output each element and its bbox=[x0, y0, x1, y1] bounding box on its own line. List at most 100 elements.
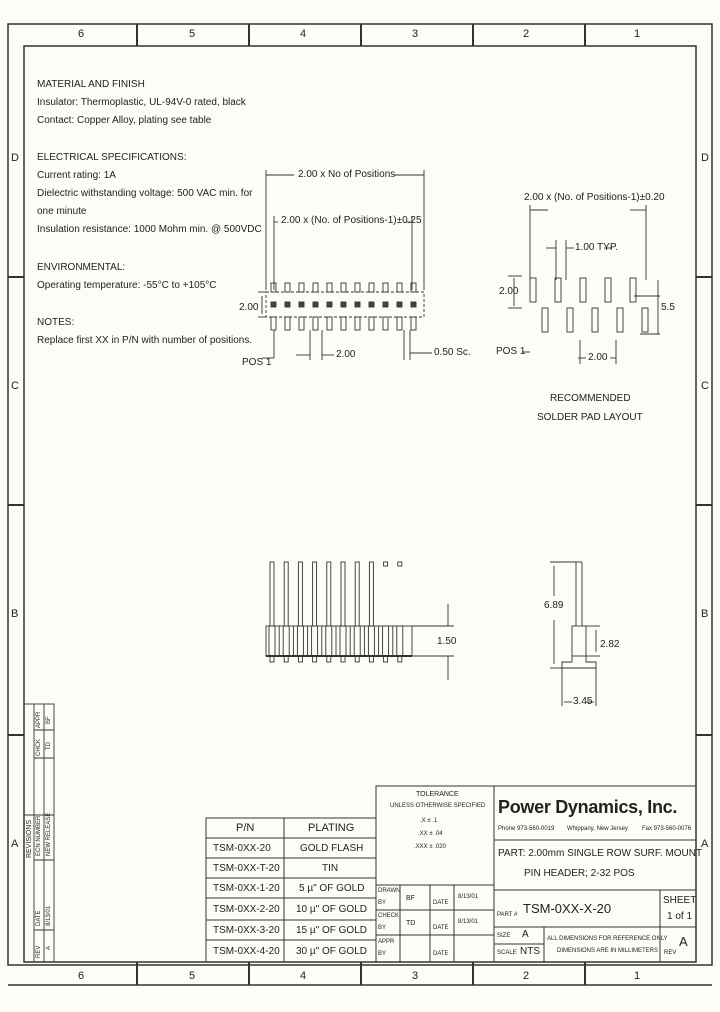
size-value: A bbox=[522, 929, 529, 940]
dim-side-body-height: 2.82 bbox=[600, 639, 620, 650]
pad-lower bbox=[616, 307, 624, 333]
pad-upper bbox=[604, 277, 612, 303]
dim-pad-height: 2.00 bbox=[499, 286, 519, 297]
scale-label: SCALE bbox=[497, 950, 517, 956]
top-view-pin-post bbox=[270, 301, 277, 308]
rev-appr-value: BF bbox=[46, 716, 52, 724]
check-date-label: DATE bbox=[433, 925, 449, 931]
pad-layout-title-2: SOLDER PAD LAYOUT bbox=[537, 412, 643, 423]
pad-upper bbox=[554, 277, 562, 303]
top-view-pin-tail bbox=[382, 282, 389, 293]
sheet-value: 1 of 1 bbox=[667, 911, 693, 922]
zone-col-3-bottom: 3 bbox=[412, 970, 419, 982]
dim-top-height: 2.00 bbox=[239, 302, 259, 313]
dim-top-pitch: 2.00 bbox=[336, 349, 356, 360]
plating-finish: 30 µ" OF GOLD bbox=[296, 946, 367, 957]
company-fax: Fax 973-560-0076 bbox=[642, 826, 692, 832]
revisions-title: REVISIONS bbox=[26, 819, 33, 858]
front-view-pin bbox=[368, 561, 374, 627]
plating-table-grid bbox=[205, 817, 377, 963]
tolerance-title: TOLERANCE bbox=[416, 791, 459, 798]
part-number: TSM-0XX-X-20 bbox=[523, 901, 612, 916]
pad-upper bbox=[579, 277, 587, 303]
notes-line: Replace first XX in P/N with number of p… bbox=[37, 335, 253, 346]
top-view-pin-tail bbox=[312, 316, 319, 331]
appr-label: APPR bbox=[378, 939, 395, 945]
plating-finish: 15 µ" OF GOLD bbox=[296, 925, 367, 936]
rev-ecn-value: NEW RELEASE bbox=[46, 812, 52, 856]
check-date: 8/13/01 bbox=[458, 919, 479, 925]
zone-row-c: C bbox=[11, 380, 19, 392]
title-block-grid bbox=[375, 785, 697, 963]
revision-block bbox=[23, 703, 55, 963]
plating-pn: TSM-0XX-2-20 bbox=[213, 904, 280, 915]
rev-value: A bbox=[46, 945, 52, 950]
front-view-pin bbox=[269, 561, 275, 627]
pad-layout-pos1: POS 1 bbox=[496, 346, 526, 357]
dim-pitch-span: 2.00 x (No. of Positions-1)±0.25 bbox=[281, 215, 422, 226]
top-view-pin-tail bbox=[410, 316, 417, 331]
material-line: Contact: Copper Alloy, plating see table bbox=[37, 115, 212, 126]
front-view bbox=[265, 561, 454, 680]
rev-date-header: DATE bbox=[36, 910, 42, 926]
plating-header-plating: PLATING bbox=[308, 822, 355, 834]
rev-header: REV bbox=[36, 945, 42, 958]
sheet-label: SHEET bbox=[663, 895, 697, 906]
pad-layout-view bbox=[508, 205, 660, 364]
zone-col-1: 1 bbox=[634, 28, 641, 40]
top-view-pin-tail bbox=[340, 282, 347, 293]
top-view-pin-post bbox=[354, 301, 361, 308]
top-view-pin-tail bbox=[382, 316, 389, 331]
top-view-pin-tail bbox=[396, 282, 403, 293]
company-phone: Phone 973-560-0019 bbox=[498, 826, 555, 832]
front-view-pin bbox=[326, 561, 332, 627]
pad-lower bbox=[541, 307, 549, 333]
front-view-body-slot bbox=[353, 625, 361, 657]
zone-row-d: D bbox=[11, 152, 19, 164]
zone-col-5-bottom: 5 bbox=[189, 970, 196, 982]
front-view-body-slot bbox=[296, 625, 304, 657]
front-view-body-slot bbox=[311, 625, 319, 657]
zone-col-1-bottom: 1 bbox=[634, 970, 641, 982]
plating-finish: GOLD FLASH bbox=[300, 843, 364, 854]
front-view-body-slot bbox=[339, 625, 347, 657]
rev-appr-header: APPR bbox=[36, 711, 42, 728]
tolerance-line: .X ± .1 bbox=[420, 818, 438, 824]
pad-lower bbox=[591, 307, 599, 333]
electrical-line: Dielectric withstanding voltage: 500 VAC… bbox=[37, 188, 253, 199]
dim-pad-depth: 5.5 bbox=[661, 302, 675, 313]
material-title: MATERIAL AND FINISH bbox=[37, 79, 145, 90]
zone-row-a: A bbox=[11, 838, 19, 850]
top-view-pin-post bbox=[410, 301, 417, 308]
top-view-pin-tail bbox=[326, 282, 333, 293]
electrical-line: Insulation resistance: 1000 Mohm min. @ … bbox=[37, 224, 262, 235]
tolerance-subtitle: UNLESS OTHERWISE SPECIFIED bbox=[390, 803, 486, 809]
top-view-pin-tail bbox=[298, 316, 305, 331]
front-view-pin bbox=[340, 561, 346, 627]
top-view-pin-post bbox=[396, 301, 403, 308]
plating-pn: TSM-0XX-3-20 bbox=[213, 925, 280, 936]
front-view-pin bbox=[297, 561, 303, 627]
scale-value: NTS bbox=[520, 946, 540, 957]
top-view-pin-tail bbox=[270, 316, 277, 331]
tolerance-line: .XX ± .04 bbox=[418, 831, 443, 837]
check-by-label: BY bbox=[378, 925, 387, 931]
dim-pin-width: 0.50 Sc. bbox=[434, 347, 471, 358]
size-label: SIZE bbox=[497, 933, 511, 939]
inner-frame bbox=[23, 45, 697, 963]
front-view-body-slot bbox=[382, 625, 390, 657]
dim-side-foot-width: 3.45 bbox=[573, 696, 593, 707]
zone-row-b-right: B bbox=[701, 608, 709, 620]
electrical-line: one minute bbox=[37, 206, 87, 217]
pad-layout-title-1: RECOMMENDED bbox=[550, 393, 631, 404]
top-view-pin-post bbox=[298, 301, 305, 308]
top-view-pos1: POS 1 bbox=[242, 357, 272, 368]
top-view-pin-post bbox=[284, 301, 291, 308]
zone-col-4-bottom: 4 bbox=[300, 970, 307, 982]
pad-lower bbox=[641, 307, 649, 333]
front-view-body-slot bbox=[325, 625, 333, 657]
notes-title: NOTES: bbox=[37, 317, 75, 328]
rev-value-title: A bbox=[679, 934, 688, 949]
rev-date-value: 8/13/01 bbox=[46, 905, 52, 926]
top-view-pin-post bbox=[382, 301, 389, 308]
